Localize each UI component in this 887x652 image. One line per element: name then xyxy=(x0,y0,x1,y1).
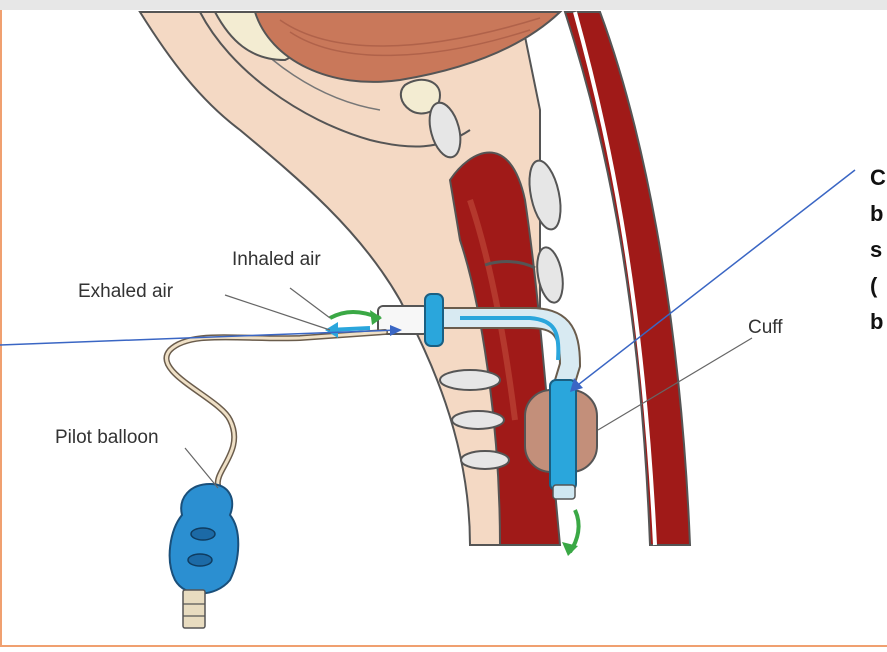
side-note-line: ( xyxy=(870,268,886,304)
pilot-valve xyxy=(183,590,205,628)
top-bar xyxy=(0,0,887,10)
side-note-line: s xyxy=(870,232,886,268)
side-note-line: C xyxy=(870,160,886,196)
side-note-line: b xyxy=(870,196,886,232)
side-note-line: b xyxy=(870,304,886,340)
pilot-line xyxy=(166,332,385,485)
side-note-text: C b s ( b xyxy=(870,160,886,340)
pilot-balloon-label: Pilot balloon xyxy=(55,428,159,447)
inhaled-air-label: Inhaled air xyxy=(232,250,321,269)
exhaled-air-label: Exhaled air xyxy=(78,282,173,301)
inhaled-leader xyxy=(290,288,330,318)
tube-tip xyxy=(550,380,576,490)
tube-flange xyxy=(425,294,443,346)
exhaled-leader xyxy=(225,295,330,330)
cuff-label: Cuff xyxy=(748,318,783,337)
pilot-balloon-leader xyxy=(185,448,218,488)
